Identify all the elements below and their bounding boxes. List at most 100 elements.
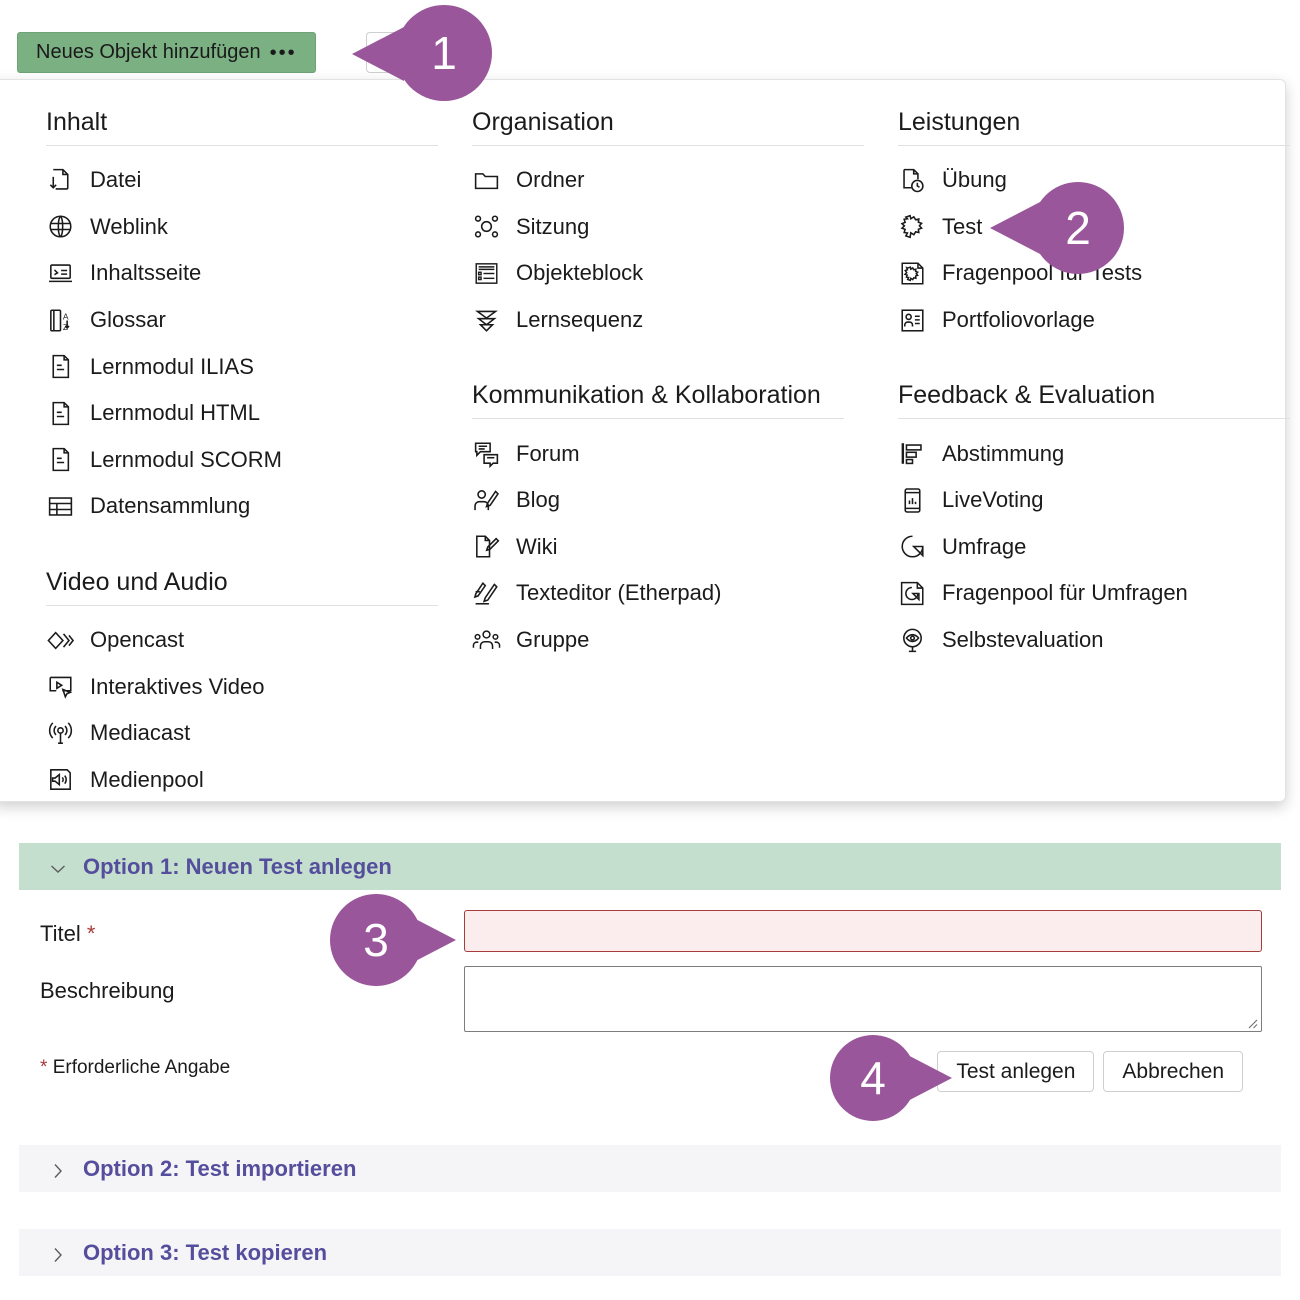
menu-item-interaktives-video[interactable]: Interaktives Video [46,663,438,710]
group-heading-video-und-audio: Video und Audio [46,568,438,606]
menu-item-label: Lernmodul SCORM [90,446,282,472]
menu-item-umfrage[interactable]: Umfrage [898,524,1290,571]
menu-item-blog[interactable]: Blog [472,477,864,524]
menu-item-abstimmung[interactable]: Abstimmung [898,430,1290,477]
menu-item-label: Medienpool [90,766,204,792]
required-note-text: Erforderliche Angabe [52,1057,231,1078]
cancel-button[interactable]: Abbrechen [1103,1051,1243,1092]
menu-item-label: Texteditor (Etherpad) [516,580,722,606]
resize-handle-icon[interactable] [1244,1015,1258,1029]
description-textarea[interactable] [464,966,1262,1032]
add-new-object-button[interactable]: Neues Objekt hinzufügen ••• [17,32,316,73]
dropdown-column-2: Organisation Ordner Sitzung Objekteblock [472,108,864,663]
option-1-label: Option 1: Neuen Test anlegen [83,853,392,879]
menu-item-opencast[interactable]: Opencast [46,617,438,664]
menu-item-label: Objekteblock [516,260,644,286]
menu-item-datensammlung[interactable]: Datensammlung [46,483,438,530]
group-items-feedback-evaluation: Abstimmung LiveVoting Umfrage Fragenpool… [898,430,1290,663]
menu-item-label: Glossar [90,307,166,333]
menu-item-fragenpool-fuer-umfragen[interactable]: Fragenpool für Umfragen [898,570,1290,617]
menu-item-mediacast[interactable]: Mediacast [46,710,438,757]
menu-item-inhaltsseite[interactable]: Inhaltsseite [46,250,438,297]
menu-item-weblink[interactable]: Weblink [46,204,438,251]
menu-item-livevoting[interactable]: LiveVoting [898,477,1290,524]
dropdown-columns: Inhalt Datei Weblink Inhaltsseite [0,80,1290,803]
dropdown-column-1: Inhalt Datei Weblink Inhaltsseite [46,108,438,803]
learning-sequence-chevrons-icon [472,306,501,335]
group-items-organisation: Ordner Sitzung Objekteblock Lernsequenz [472,157,864,343]
group-spacer [472,343,864,381]
create-test-button[interactable]: Test anlegen [937,1051,1095,1092]
menu-item-label: Forum [516,440,580,466]
etherpad-pencil-icon [472,579,501,608]
test-puzzle-icon [898,212,927,241]
document-lines-icon [46,352,75,381]
title-input[interactable] [464,910,1262,952]
menu-item-datei[interactable]: Datei [46,157,438,204]
create-test-label: Test anlegen [956,1059,1076,1083]
callout-number: 2 [1032,182,1124,274]
interactive-video-icon [46,672,75,701]
menu-item-label: Datensammlung [90,493,251,519]
menu-item-medienpool[interactable]: Medienpool [46,757,438,804]
menu-item-label: Sitzung [516,213,590,239]
menu-item-lernmodul-ilias[interactable]: Lernmodul ILIAS [46,343,438,390]
content-page-icon [46,259,75,288]
menu-item-wiki[interactable]: Wiki [472,524,864,571]
menu-item-sitzung[interactable]: Sitzung [472,204,864,251]
self-evaluation-eye-icon [898,626,927,655]
menu-item-selbstevaluation[interactable]: Selbstevaluation [898,617,1290,664]
menu-item-label: Übung [942,167,1007,193]
blog-person-pencil-icon [472,486,501,515]
add-new-object-label: Neues Objekt hinzufügen [36,41,261,63]
menu-item-portfoliovorlage[interactable]: Portfoliovorlage [898,297,1290,344]
chevron-right-icon [49,1160,67,1178]
menu-item-ordner[interactable]: Ordner [472,157,864,204]
menu-item-label: Weblink [90,213,168,239]
menu-item-texteditor-etherpad[interactable]: Texteditor (Etherpad) [472,570,864,617]
survey-pool-pie-icon [898,579,927,608]
option-2-header[interactable]: Option 2: Test importieren [19,1145,1281,1192]
option-2-label: Option 2: Test importieren [83,1155,357,1181]
option-3-header[interactable]: Option 3: Test kopieren [19,1229,1281,1276]
menu-item-lernsequenz[interactable]: Lernsequenz [472,297,864,344]
menu-item-label: Test [942,213,983,239]
survey-pie-icon [898,532,927,561]
menu-item-label: Abstimmung [942,440,1065,466]
group-items-leistungen: Übung Test Fragenpool für Tests Portfoli… [898,157,1290,343]
table-grid-icon [46,492,75,521]
cancel-label: Abbrechen [1122,1059,1224,1083]
document-lines-icon [46,445,75,474]
menu-item-label: Datei [90,167,142,193]
forum-speech-bubbles-icon [472,439,501,469]
menu-item-objekteblock[interactable]: Objekteblock [472,250,864,297]
menu-item-lernmodul-scorm[interactable]: Lernmodul SCORM [46,437,438,484]
option-1-header[interactable]: Option 1: Neuen Test anlegen [19,843,1281,890]
add-object-dropdown-panel: Inhalt Datei Weblink Inhaltsseite [0,79,1290,803]
description-label: Beschreibung [40,978,175,1003]
session-nodes-icon [472,212,501,241]
menu-item-label: LiveVoting [942,487,1044,513]
menu-item-uebung[interactable]: Übung [898,157,1290,204]
menu-item-label: Portfoliovorlage [942,307,1095,333]
question-pool-puzzle-icon [898,259,927,288]
menu-item-forum[interactable]: Forum [472,430,864,477]
menu-item-fragenpool-fuer-tests[interactable]: Fragenpool für Tests [898,250,1290,297]
menu-item-label: Lernmodul HTML [90,400,260,426]
menu-item-label: Interaktives Video [90,673,265,699]
menu-item-label: Fragenpool für Umfragen [942,580,1188,606]
callout-tail-icon [352,27,404,81]
svg-text:A: A [63,311,69,321]
poll-bars-icon [898,439,927,468]
opencast-diamond-icon [46,626,75,655]
group-heading-organisation: Organisation [472,108,864,146]
broadcast-antenna-icon [46,719,75,748]
callout-number: 1 [396,5,492,101]
menu-item-gruppe[interactable]: Gruppe [472,617,864,664]
title-label: Titel * [40,921,95,947]
menu-item-test[interactable]: Test [898,204,1290,251]
menu-item-lernmodul-html[interactable]: Lernmodul HTML [46,390,438,437]
